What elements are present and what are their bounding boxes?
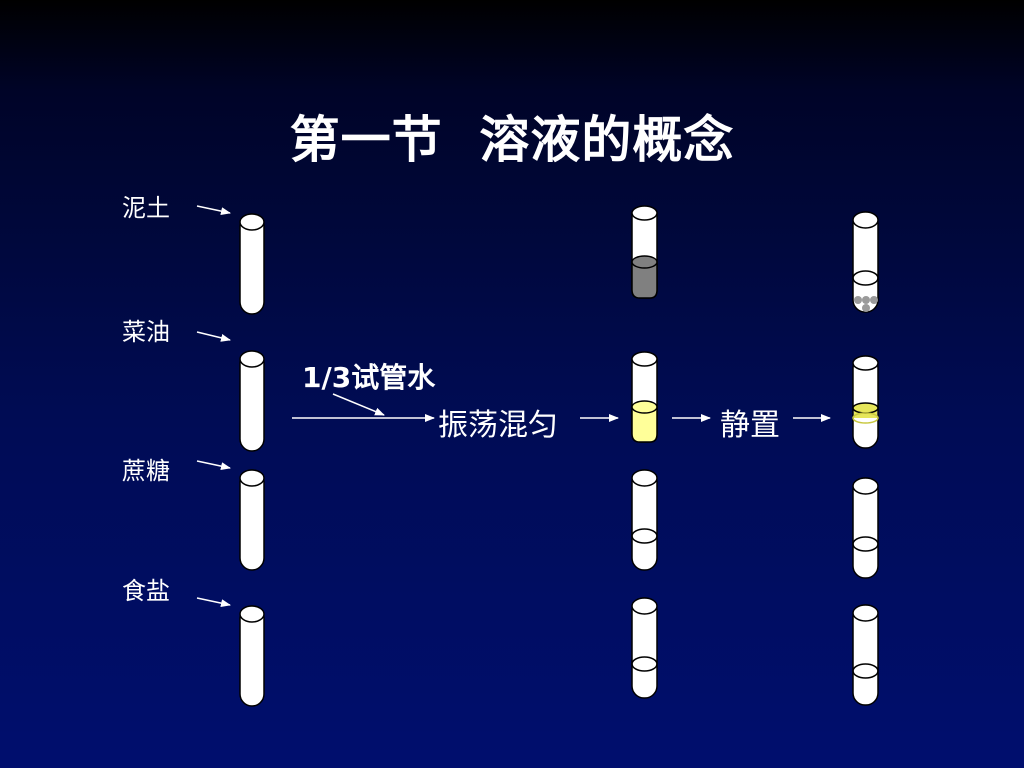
label-sugar: 蔗糖 — [122, 457, 170, 485]
label-oil: 菜油 — [122, 318, 170, 346]
tube-sugar-initial — [239, 469, 265, 571]
column-settled-tubes — [852, 211, 879, 706]
tube-soil-initial — [239, 213, 265, 315]
tube-sugar-mixed — [631, 469, 658, 571]
step-settle-label: 静置 — [720, 408, 780, 443]
tube-soil-mixed — [631, 205, 658, 299]
tube-salt-settled — [852, 604, 879, 706]
water-label: 1/3试管水 — [302, 361, 436, 394]
process-arrows — [292, 393, 831, 422]
label-salt: 食盐 — [122, 577, 170, 605]
tube-salt-mixed — [631, 597, 658, 699]
step-shake-label: 振荡混匀 — [438, 408, 558, 443]
sediment-particles — [854, 296, 878, 312]
arrow-salt — [196, 597, 231, 608]
arrow-oil — [196, 331, 231, 342]
tube-salt-initial — [239, 605, 265, 707]
label-arrows — [196, 205, 231, 608]
tube-oil-settled — [852, 355, 879, 449]
tube-soil-settled — [852, 211, 879, 313]
arrow-water-pointer — [332, 393, 385, 416]
slide-title: 第一节 溶液的概念 — [289, 111, 735, 169]
column-initial-tubes — [239, 213, 265, 707]
label-soil: 泥土 — [122, 194, 170, 222]
tube-sugar-settled — [852, 477, 879, 579]
arrow-sugar — [196, 460, 231, 471]
arrow-soil — [196, 205, 231, 216]
column-mixed-tubes — [631, 205, 658, 699]
tube-oil-initial — [239, 350, 265, 452]
tube-oil-mixed — [631, 351, 658, 443]
